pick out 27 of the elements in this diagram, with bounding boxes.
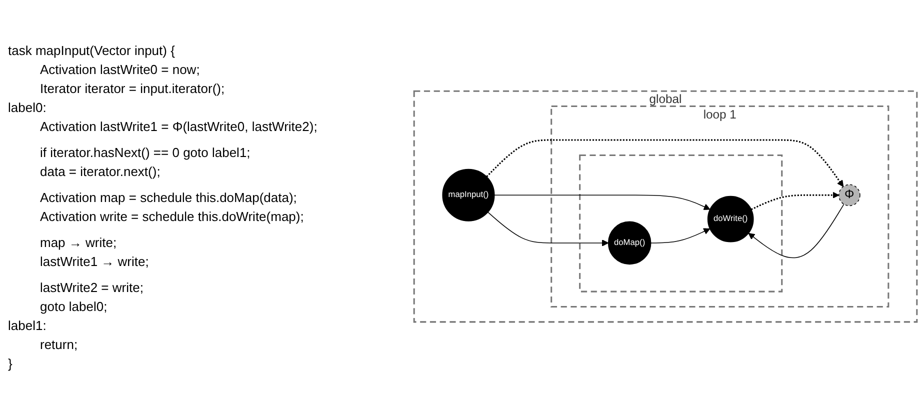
node-circle: mapInput()	[442, 169, 495, 222]
code-line: data = iterator.next();	[39, 163, 162, 181]
arrow	[650, 228, 710, 244]
code-line: label0:	[8, 99, 48, 117]
arrow	[488, 212, 609, 247]
code-line: Activation lastWrite0 = now;	[39, 61, 201, 79]
code-line: }	[8, 355, 14, 373]
code-line: return;	[39, 336, 79, 354]
arrow	[748, 204, 844, 259]
node-circle: Φ	[838, 184, 860, 207]
code-line: lastWrite2 = write;	[39, 279, 144, 297]
node-circle: doWrite()	[707, 196, 754, 243]
code-line: Activation write = schedule this.doWrite(map);	[39, 208, 305, 226]
cluster	[579, 154, 783, 293]
code-line: if iterator.hasNext() == 0 goto label1;	[39, 144, 252, 162]
code-line: task mapInput(Vector input) {	[8, 42, 176, 60]
code-line: Activation map = schedule this.doMap(data);	[39, 189, 298, 207]
code-line: goto label0;	[39, 298, 108, 316]
code-line: lastWrite1 → write;	[39, 253, 150, 271]
arrow	[494, 195, 710, 210]
code-line: Iterator iterator = input.iterator();	[39, 80, 226, 98]
node-circle: doMap()	[608, 222, 652, 266]
code-line: Activation lastWrite1 = Φ(lastWrite0, lastWrite2);	[39, 118, 318, 136]
arrow	[750, 192, 840, 211]
code-line: label1:	[8, 317, 48, 335]
code-line: map → write;	[39, 234, 118, 252]
arrow	[486, 140, 844, 188]
